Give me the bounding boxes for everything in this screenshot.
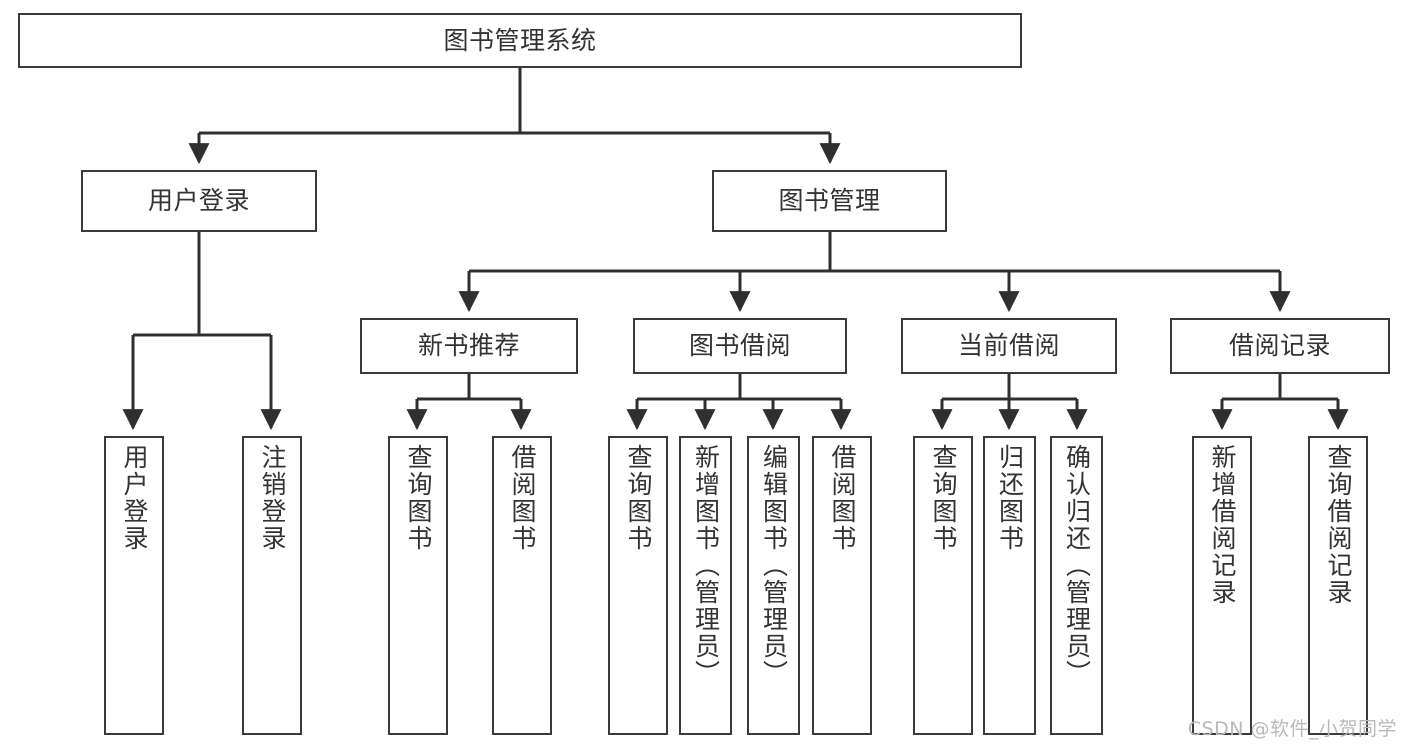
node-leaf-user-login[interactable]: 用户登录 bbox=[104, 436, 164, 735]
node-leaf-confirm-return-admin[interactable]: 确认归还（管理员） bbox=[1050, 436, 1103, 735]
node-label: 查询图书 bbox=[404, 444, 433, 552]
node-leaf-borrow-book-recommend[interactable]: 借阅图书 bbox=[492, 436, 552, 735]
csdn-watermark: CSDN @软件_小贺同学 bbox=[1187, 718, 1397, 740]
node-label: 图书管理系统 bbox=[443, 25, 597, 55]
node-leaf-add-book-admin[interactable]: 新增图书（管理员） bbox=[679, 436, 732, 735]
node-label: 新增图书（管理员） bbox=[691, 444, 721, 687]
node-root-system[interactable]: 图书管理系统 bbox=[18, 13, 1022, 68]
node-leaf-borrow-book[interactable]: 借阅图书 bbox=[812, 436, 872, 735]
node-current-borrow[interactable]: 当前借阅 bbox=[901, 318, 1117, 374]
node-label: 用户登录 bbox=[120, 444, 149, 552]
node-label: 确认归还（管理员） bbox=[1062, 444, 1092, 687]
node-leaf-query-book-current[interactable]: 查询图书 bbox=[913, 436, 973, 735]
node-leaf-query-book-borrow[interactable]: 查询图书 bbox=[608, 436, 668, 735]
node-leaf-return-book[interactable]: 归还图书 bbox=[983, 436, 1036, 735]
node-label: 图书管理 bbox=[778, 186, 881, 215]
node-label: 归还图书 bbox=[995, 444, 1025, 552]
node-leaf-edit-book-admin[interactable]: 编辑图书（管理员） bbox=[747, 436, 800, 735]
node-label: 借阅记录 bbox=[1228, 331, 1331, 360]
node-label: 注销登录 bbox=[258, 444, 287, 552]
node-leaf-query-borrow-record[interactable]: 查询借阅记录 bbox=[1308, 436, 1368, 735]
node-label: 借阅图书 bbox=[508, 444, 537, 552]
node-label: 图书借阅 bbox=[688, 331, 791, 360]
node-new-book-recommend[interactable]: 新书推荐 bbox=[360, 318, 578, 374]
node-book-management[interactable]: 图书管理 bbox=[712, 170, 947, 232]
node-label: 编辑图书（管理员） bbox=[759, 444, 789, 687]
node-borrow-record[interactable]: 借阅记录 bbox=[1170, 318, 1390, 374]
node-leaf-query-book-recommend[interactable]: 查询图书 bbox=[388, 436, 448, 735]
node-user-login[interactable]: 用户登录 bbox=[81, 170, 317, 232]
node-book-borrow[interactable]: 图书借阅 bbox=[633, 318, 847, 374]
node-label: 查询图书 bbox=[624, 444, 653, 552]
node-label: 用户登录 bbox=[147, 186, 250, 215]
node-label: 借阅图书 bbox=[828, 444, 857, 552]
node-label: 新书推荐 bbox=[417, 331, 520, 360]
node-leaf-logout[interactable]: 注销登录 bbox=[242, 436, 302, 735]
node-label: 新增借阅记录 bbox=[1208, 444, 1237, 606]
node-label: 查询借阅记录 bbox=[1324, 444, 1353, 606]
node-label: 当前借阅 bbox=[957, 331, 1060, 360]
node-label: 查询图书 bbox=[929, 444, 958, 552]
node-leaf-add-borrow-record[interactable]: 新增借阅记录 bbox=[1192, 436, 1252, 735]
